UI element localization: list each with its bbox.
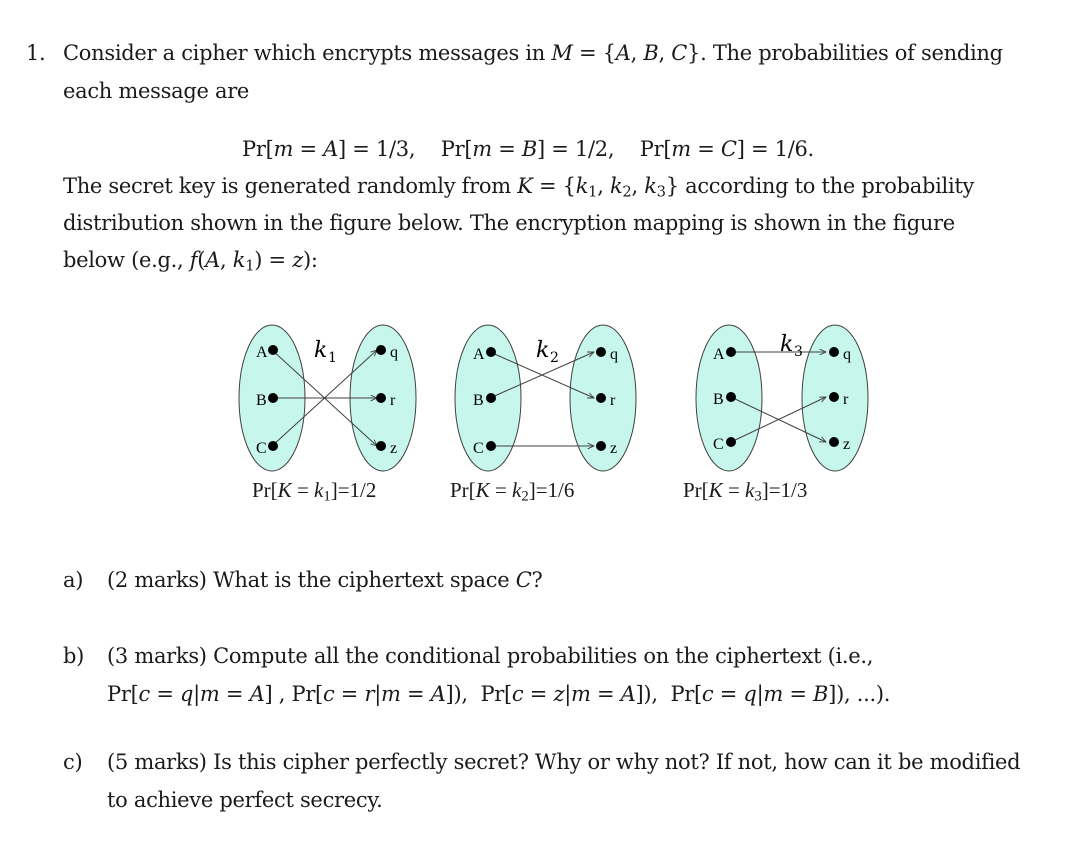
prob-k3: 1/3	[780, 478, 808, 502]
svg-text:C: C	[256, 440, 267, 457]
part-b-text: Compute all the conditional probabilitie…	[213, 644, 874, 668]
svg-text:q: q	[390, 344, 398, 361]
diagram-k1: A B C q r z k 1	[238, 324, 417, 472]
key-line-3: below (e.g., f(A, k1) = z):	[63, 247, 318, 275]
svg-text:z: z	[843, 436, 850, 453]
part-a-text: What is the ciphertext space	[213, 568, 516, 592]
svg-text:k: k	[780, 332, 793, 357]
caption-k3: Pr[K = k3]=1/3	[683, 478, 808, 505]
svg-text:A: A	[713, 346, 725, 363]
key-line-1: The secret key is generated randomly fro…	[63, 173, 975, 201]
part-a: a) (2 marks) What is the ciphertext spac…	[63, 567, 543, 593]
svg-text:q: q	[843, 346, 851, 363]
prob-a: Pr[m = A] = 1/3,	[242, 137, 416, 161]
svg-text:r: r	[610, 392, 616, 409]
part-b-body: (3 marks) Compute all the conditional pr…	[107, 643, 873, 669]
svg-text:z: z	[390, 440, 397, 457]
svg-text:z: z	[610, 440, 617, 457]
svg-text:k: k	[314, 338, 327, 363]
svg-text:k: k	[536, 338, 549, 363]
part-b: b) (3 marks) Compute all the conditional…	[63, 643, 873, 669]
part-b-marks: (3 marks)	[107, 644, 207, 668]
key-text-tail: according to the probability	[678, 174, 975, 198]
svg-text:q: q	[610, 346, 618, 363]
message-probabilities: Pr[m = A] = 1/3, Pr[m = B] = 1/2, Pr[m =…	[242, 136, 814, 162]
prob-b: Pr[m = B] = 1/2,	[440, 137, 615, 161]
intro-line-1: Consider a cipher which encrypts message…	[63, 40, 1003, 66]
question-number: 1.	[26, 41, 46, 65]
part-c-marks: (5 marks)	[107, 750, 207, 774]
prob-k2: 1/6	[547, 478, 575, 502]
svg-text:B: B	[256, 392, 267, 409]
key-text: The secret key is generated randomly fro…	[63, 174, 518, 198]
part-a-body: (2 marks) What is the ciphertext space C…	[107, 567, 543, 593]
prob-k1: 1/2	[349, 478, 377, 502]
part-c-text: Is this cipher perfectly secret? Why or …	[213, 750, 1021, 774]
caption-k2: Pr[K = k2]=1/6	[450, 478, 575, 505]
message-space-rest: = {A, B, C}	[572, 41, 701, 65]
intro-line-2: each message are	[63, 79, 250, 103]
svg-text:A: A	[473, 346, 485, 363]
example-prefix: below (e.g.,	[63, 248, 190, 272]
svg-text:C: C	[713, 436, 724, 453]
svg-text:r: r	[390, 392, 396, 409]
part-a-math: C	[515, 568, 532, 592]
intro-text-tail: . The probabilities of sending	[700, 41, 1003, 65]
svg-text:2: 2	[550, 350, 559, 366]
part-c-body: (5 marks) Is this cipher perfectly secre…	[107, 749, 1021, 775]
part-c-label: c)	[63, 750, 83, 774]
part-b-label: b)	[63, 644, 85, 668]
diagram-k3: A B C q r z k 3	[695, 324, 869, 472]
part-b-line-2: Pr[c = q|m = A] , Pr[c = r|m = A]), Pr[c…	[107, 682, 891, 706]
diagram-k2: A B C q r z k 2	[454, 324, 637, 472]
key-line-2: distribution shown in the figure below. …	[63, 211, 955, 235]
example-math: f(A, k1) = z	[189, 248, 304, 275]
part-c: c) (5 marks) Is this cipher perfectly se…	[63, 749, 1021, 775]
intro-text: Consider a cipher which encrypts message…	[63, 41, 552, 65]
prob-c: Pr[m = C] = 1/6.	[639, 137, 814, 161]
svg-text:3: 3	[794, 344, 803, 360]
svg-text:B: B	[713, 391, 724, 408]
key-space-math: K = {k1, k2, k3}	[517, 174, 679, 201]
svg-text:r: r	[843, 391, 849, 408]
part-a-tail: ?	[531, 568, 543, 592]
message-space-math: M	[551, 41, 573, 65]
part-c-line-2: to achieve perfect secrecy.	[107, 788, 383, 812]
part-a-label: a)	[63, 568, 84, 592]
svg-text:1: 1	[328, 350, 337, 366]
caption-k1: Pr[K = k1]=1/2	[252, 478, 377, 505]
example-suffix: ):	[302, 248, 318, 272]
svg-text:C: C	[473, 440, 484, 457]
svg-text:A: A	[256, 344, 268, 361]
part-a-marks: (2 marks)	[107, 568, 207, 592]
svg-text:B: B	[473, 392, 484, 409]
